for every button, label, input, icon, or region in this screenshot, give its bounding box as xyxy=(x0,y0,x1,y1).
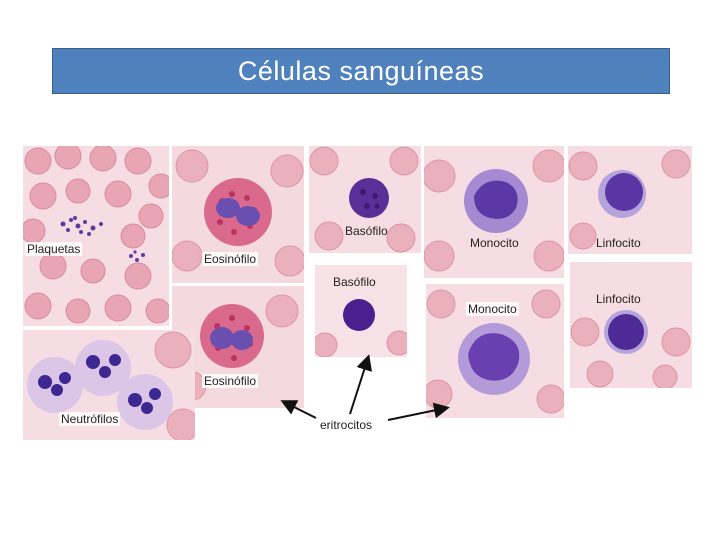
label-linfocito-1: Linfocito xyxy=(596,236,641,250)
monocito-image-2 xyxy=(426,284,564,418)
label-eosinofilo-1: Eosinófilo xyxy=(202,252,259,266)
label-eosinofilo-2: Eosinófilo xyxy=(202,374,259,388)
slide-title: Células sanguíneas xyxy=(237,55,485,86)
slide-title-bar: Células sanguíneas xyxy=(52,48,670,94)
panel-monocito-bottom: Monocito xyxy=(426,284,564,418)
label-monocito-2: Monocito xyxy=(466,302,519,316)
panel-linfocito-bottom: Linfocito xyxy=(570,262,692,388)
label-monocito-1: Monocito xyxy=(470,236,519,250)
plaquetas-image xyxy=(23,146,169,326)
monocito-image-1 xyxy=(424,146,564,278)
label-neutrofilos: Neutrófilos xyxy=(59,412,121,426)
label-eritrocitos: eritrocitos xyxy=(320,418,373,432)
basofilo-image-1 xyxy=(309,146,421,253)
panel-linfocito-top: Linfocito xyxy=(568,146,692,254)
eosinofilo-image-1 xyxy=(172,146,304,283)
arrow-to-basofilo xyxy=(349,354,372,415)
linfocito-image-1 xyxy=(568,146,692,254)
label-basofilo-1: Basófilo xyxy=(345,224,388,238)
panel-plaquetas: Plaquetas xyxy=(23,146,169,326)
panel-basofilo-bottom: Basófilo xyxy=(315,265,407,357)
label-plaquetas: Plaquetas xyxy=(25,242,83,256)
basofilo-image-2 xyxy=(315,265,407,357)
panel-basofilo-top: Basófilo xyxy=(309,146,421,253)
label-linfocito-2: Linfocito xyxy=(596,292,641,306)
linfocito-image-2 xyxy=(570,262,692,388)
label-basofilo-2: Basófilo xyxy=(333,275,376,289)
panel-neutrofilos: Neutrófilos xyxy=(23,330,195,440)
panel-eosinofilo-top: Eosinófilo xyxy=(172,146,304,283)
panel-monocito-top: Monocito xyxy=(424,146,564,278)
arrow-to-eosinofilo xyxy=(280,400,317,419)
arrow-to-monocito xyxy=(387,402,450,421)
